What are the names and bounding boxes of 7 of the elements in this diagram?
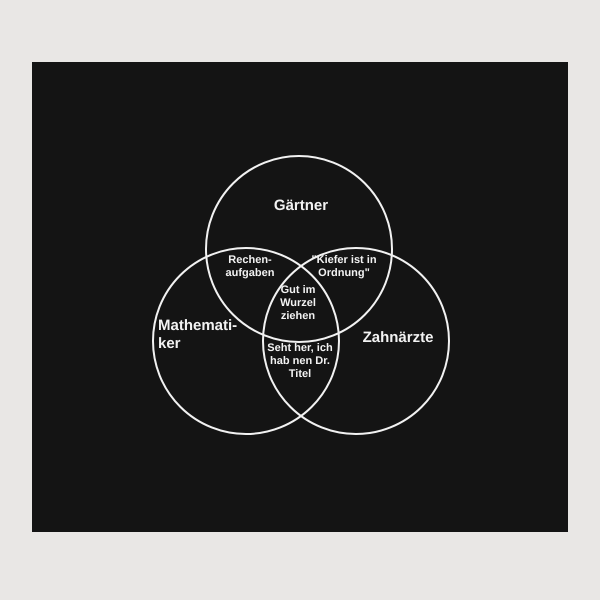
overlap-label: Gut im Wurzel ziehen — [279, 284, 317, 324]
set-label: Gärtner — [272, 197, 330, 215]
overlap-label: Seht her, ich hab nen Dr. Titel — [266, 342, 334, 382]
set-label: Mathemati- ker — [158, 317, 238, 353]
set-label: Zahnärzte — [362, 329, 434, 347]
overlap-label: Rechen- aufgaben — [224, 254, 276, 280]
overlap-label: "Kiefer ist in Ordnung" — [310, 254, 378, 280]
